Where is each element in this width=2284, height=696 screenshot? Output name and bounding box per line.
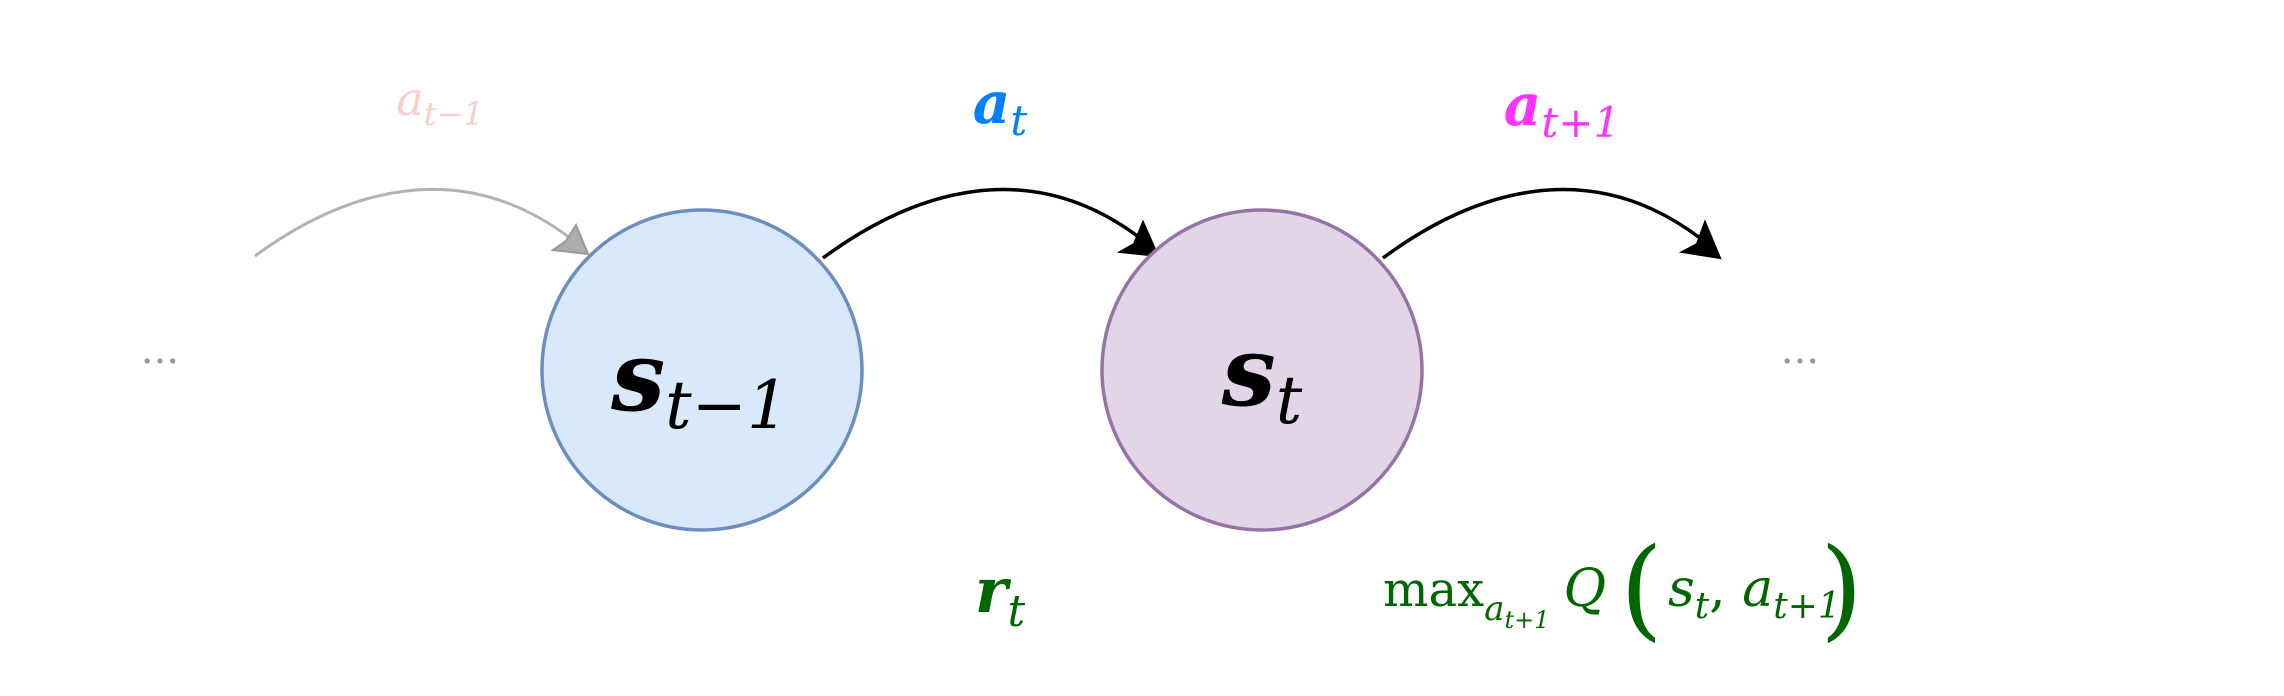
- action-prev-subscript: t−1: [424, 95, 484, 133]
- target-arg1-symbol: s: [1668, 559, 1695, 619]
- ellipsis-right: ···: [1781, 339, 1819, 385]
- reward-subscript: t: [1007, 586, 1025, 637]
- reward-symbol: r: [975, 554, 1012, 627]
- target-comma: ,: [1709, 559, 1742, 619]
- action-prev-symbol: a: [396, 72, 423, 126]
- target-q-function: Q: [1564, 559, 1607, 619]
- target-max-sub-sub: t+1: [1504, 606, 1549, 634]
- arrow-prev-action: [254, 187, 571, 258]
- state-curr-subscript: t: [1276, 362, 1303, 439]
- arrow-prev-action-head: [550, 222, 590, 256]
- target-left-paren: (: [1620, 524, 1663, 652]
- state-node-prev-label: st−1: [610, 320, 789, 444]
- ellipsis-left: ···: [141, 339, 179, 385]
- state-curr-symbol: s: [1221, 315, 1276, 428]
- state-node-curr: [1100, 208, 1424, 532]
- state-node-curr-label: st: [1221, 315, 1303, 439]
- action-next-symbol: a: [1504, 71, 1542, 139]
- target-args: st, at+1: [1668, 559, 1841, 627]
- state-prev-subscript: t−1: [665, 367, 789, 444]
- state-prev-symbol: s: [610, 320, 665, 433]
- target-arg1-subscript: t: [1695, 586, 1710, 627]
- action-label-next: at+1: [1504, 71, 1620, 147]
- target-arg2-subscript: t+1: [1773, 586, 1841, 627]
- target-max-sub-symbol: a: [1484, 589, 1504, 629]
- arrow-next-action-head: [1678, 219, 1722, 260]
- target-expression: maxat+1 Q: [1383, 559, 1606, 634]
- arrow-next-action: [1381, 187, 1702, 260]
- arrow-curr-action-head: [1116, 219, 1160, 258]
- action-curr-symbol: a: [973, 69, 1011, 137]
- action-curr-subscript: t: [1010, 96, 1027, 145]
- reward-label: rt: [975, 554, 1026, 637]
- action-next-subscript: t+1: [1541, 98, 1620, 147]
- target-max-operator: max: [1383, 562, 1484, 618]
- state-node-prev: [540, 208, 864, 532]
- arrow-curr-action: [821, 187, 1142, 260]
- action-label-curr: at: [973, 69, 1028, 145]
- action-label-prev: at−1: [396, 72, 483, 133]
- target-arg2-symbol: a: [1742, 559, 1773, 619]
- target-right-paren: ): [1820, 524, 1863, 652]
